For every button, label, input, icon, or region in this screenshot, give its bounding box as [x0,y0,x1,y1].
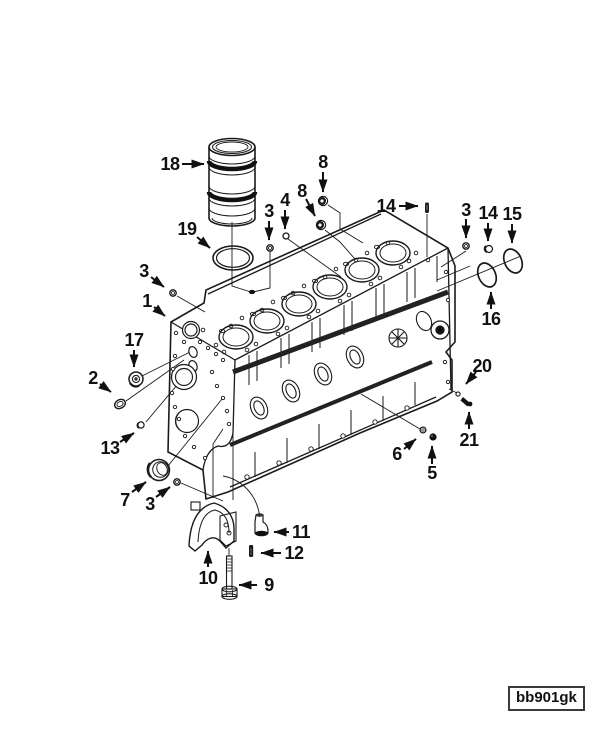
plug-5-part [429,433,437,441]
callout-6[interactable]: 6 [392,444,402,464]
plug-seat-dot [248,289,256,295]
bearing-cap-10-part [188,501,237,552]
front-face-details [169,320,232,461]
callout-3-bottom[interactable]: 3 [145,494,155,514]
cup-plug-7-part [146,458,171,482]
callout-arrows [98,159,517,590]
screw-21-part [460,397,473,407]
callout-18[interactable]: 18 [160,154,180,174]
cam-gear-detail [388,328,408,348]
washer-6-part [419,426,427,434]
callout-1[interactable]: 1 [142,291,152,311]
callout-13[interactable]: 13 [100,438,120,458]
nut-17-part [128,371,144,388]
oring-2-part [113,398,127,410]
cap-bolt-9-part [221,555,238,600]
callout-9[interactable]: 9 [264,575,274,595]
lower-ribs [244,382,416,480]
callout-14-left[interactable]: 14 [376,196,396,216]
oring-3-top [266,244,274,252]
oring-3-bottom [173,478,181,486]
callout-8-mid[interactable]: 8 [297,181,307,201]
engine-block-illustration [167,209,456,501]
dowel-14-right [483,244,494,254]
callout-14-right[interactable]: 14 [478,203,498,223]
callout-11[interactable]: 11 [291,522,311,542]
oring-3-right [462,242,470,250]
liner-oring-part [212,245,254,271]
oring-15-part [502,248,524,274]
lower-rail-stripe [229,360,433,447]
callout-4[interactable]: 4 [280,190,290,210]
callout-10[interactable]: 10 [198,568,218,588]
callout-15[interactable]: 15 [502,204,522,224]
washer-20-part [455,391,461,397]
callout-17[interactable]: 17 [124,330,144,350]
cup-plug-8-upper [317,195,329,207]
dowel-14-left [425,202,429,213]
cylinder-liner-part [206,137,258,227]
callout-12[interactable]: 12 [284,543,304,563]
cam-follower-bosses [249,310,433,420]
upper-rail-stripe [232,289,449,375]
callout-3-left[interactable]: 3 [139,261,149,281]
callout-3-top[interactable]: 3 [264,201,274,221]
callout-16[interactable]: 16 [481,309,501,329]
right-end-details [430,269,451,385]
callout-3-right[interactable]: 3 [461,200,471,220]
plug-4-part [282,232,290,240]
plug-13-part [136,421,145,429]
dowel-pin-12-part [249,545,254,557]
callout-5[interactable]: 5 [427,463,437,483]
oring-16-part [476,262,498,288]
figure-code-badge: bb901gk [508,686,585,711]
callout-7[interactable]: 7 [120,490,130,510]
oring-3-left [169,289,177,297]
deck-bolt-holes [200,240,431,355]
callout-8-top[interactable]: 8 [318,152,328,172]
callout-21[interactable]: 21 [459,430,479,450]
callout-19[interactable]: 19 [177,219,197,239]
callout-20[interactable]: 20 [472,356,492,376]
cup-plug-8-lower [315,219,327,231]
cylinder-bores [218,240,411,350]
callout-2[interactable]: 2 [88,368,98,388]
elbow-fitting-11-part [254,513,269,537]
